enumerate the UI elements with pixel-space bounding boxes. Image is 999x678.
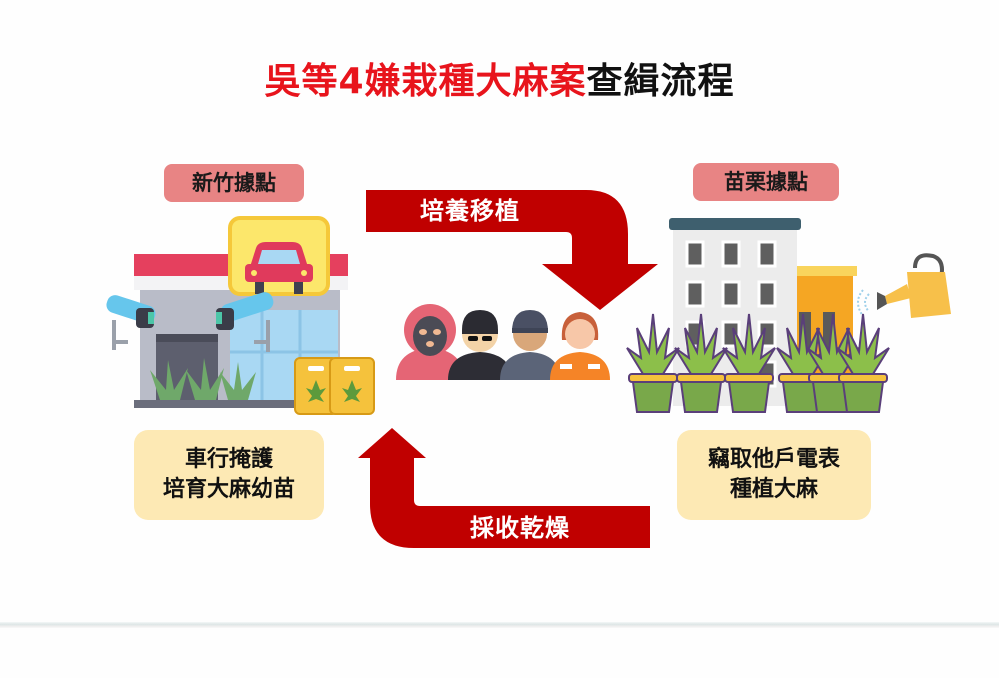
hsinchu-note: 車行掩護 培育大麻幼苗 <box>134 430 324 520</box>
four-suspects-icon <box>392 300 612 380</box>
transplant-label: 培養移植 <box>420 197 520 225</box>
hsinchu-location-tag: 新竹據點 <box>164 164 304 202</box>
miaoli-location-tag: 苗栗據點 <box>693 163 839 201</box>
car-dealership-icon <box>100 212 385 417</box>
transplant-flow-arrow <box>366 184 662 314</box>
bottom-divider <box>0 622 999 628</box>
title-case-name: 吳等4嫌栽種大麻案 <box>264 61 587 102</box>
hsinchu-note-line-2: 培育大麻幼苗 <box>162 477 295 502</box>
title-process: 查緝流程 <box>586 61 735 102</box>
miaoli-note: 竊取他戶電表 種植大麻 <box>677 430 871 520</box>
harvest-label: 採收乾燥 <box>470 514 570 542</box>
page-title: 吳等4嫌栽種大麻案查緝流程 <box>0 58 999 106</box>
miaoli-note-line-2: 種植大麻 <box>729 477 818 502</box>
harvest-flow-arrow <box>358 424 654 554</box>
apartment-building-icon <box>615 212 970 420</box>
miaoli-note-line-1: 竊取他戶電表 <box>707 447 840 472</box>
hsinchu-note-line-1: 車行掩護 <box>184 447 273 472</box>
